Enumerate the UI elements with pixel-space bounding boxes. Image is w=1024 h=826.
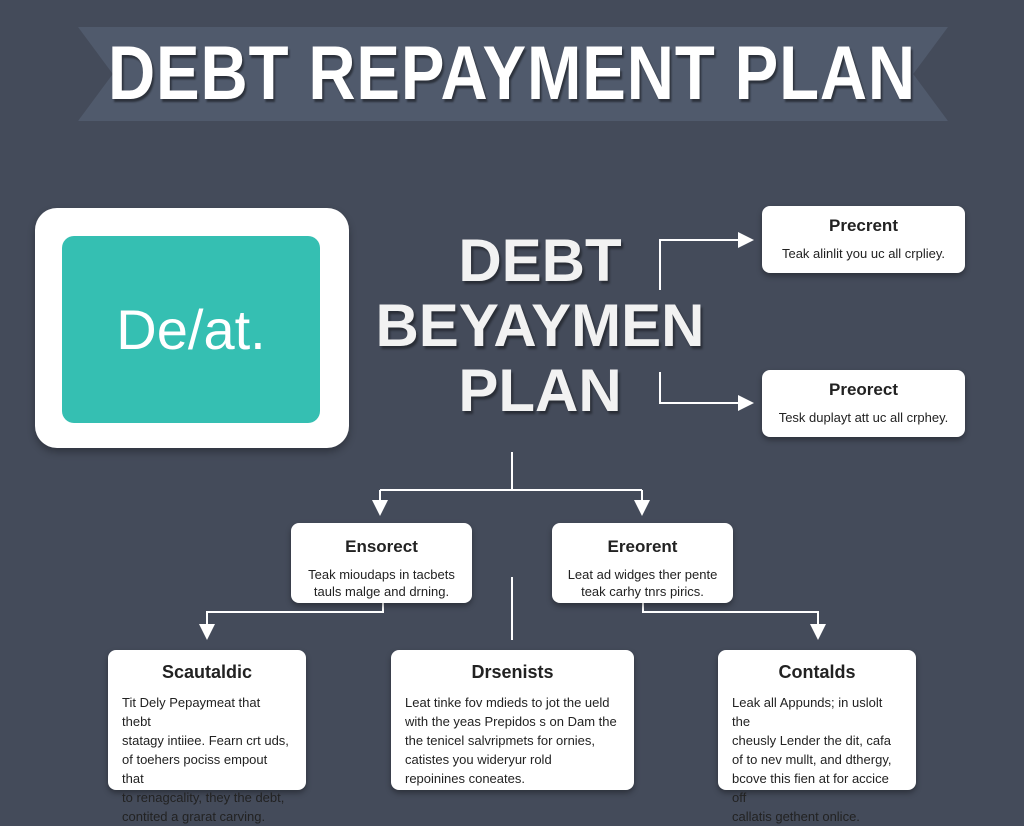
card-title: Preorect [829, 380, 898, 399]
card-text-line: cheusly Lender the dit, cafa [732, 733, 891, 748]
card-text-line: statagy intiiee. Fearn crt uds, [122, 733, 289, 748]
card-text-line: callatis gethent onlice. [732, 809, 860, 824]
center-title-line: PLAN [458, 357, 622, 424]
connector-split [380, 452, 642, 491]
card-title: Drsenists [471, 662, 554, 682]
card-text-line: Leat tinke fov mdieds to jot the ueld [405, 695, 610, 710]
card-text-line: catistes you wideryur rold [405, 752, 552, 767]
card-title: Ereorent [607, 537, 678, 556]
page-title: DEBT REPAYMENT PLAN [107, 31, 916, 116]
card-title: Ensorect [345, 537, 418, 556]
card-text-line: Leat ad widges ther pente [567, 567, 718, 582]
card-drsenists: Drsenists Leat tinke fov mdieds to jot t… [391, 650, 634, 790]
card-text-line: the tenicel salvripmets for ornies, [405, 733, 596, 748]
card-text: Tesk duplayt att uc all crphey. [778, 410, 949, 425]
connector-bottom-right [659, 372, 754, 411]
center-title: DEBT BEYAYMEN PLAN [370, 228, 710, 423]
card-scautaldic: Scautaldic Tit Dely Pepaymeat that thebt… [108, 650, 306, 824]
card-text-line: of toehers pociss empout that [122, 752, 268, 786]
card-preorect: Preorect Tesk duplayt att uc all crphey. [762, 370, 965, 437]
connector-top-right [659, 232, 754, 290]
card-text-line: with the yeas Prepidos s on Dam the [405, 714, 617, 729]
card-text: Teak alinlit you uc all crpliey. [781, 246, 946, 261]
card-title: Contalds [778, 662, 856, 682]
center-title-line: DEBT [458, 227, 622, 294]
card-text-line: bcove this fien at for accice off [732, 771, 889, 805]
card-text-line: of to nev mullt, and dthergy, [732, 752, 892, 767]
feature-box: De/at. [35, 208, 349, 448]
card-ensorect: Ensorect Teak mioudaps in tacbets tauls … [291, 523, 472, 603]
card-precrent: Precrent Teak alinlit you uc all crpliey… [762, 206, 965, 273]
center-title-line: BEYAYMEN [375, 292, 705, 359]
card-text-line: Leak all Appunds; in uslolt the [732, 695, 883, 729]
card-text-line: to renagcality, they the debt, [122, 790, 285, 805]
title-banner [78, 27, 948, 121]
card-text-line: teak carhy tnrs pirics. [581, 584, 704, 599]
connector-to-contalds [642, 603, 826, 640]
card-text-line: repoinines coneates. [405, 771, 525, 786]
connectors [199, 232, 826, 640]
card-text-line: tauls malge and drning. [313, 584, 450, 599]
card-text-line: contited a grarat carving. [122, 809, 266, 824]
card-contalds: Contalds Leak all Appunds; in uslolt the… [718, 650, 916, 824]
card-ereorent: Ereorent Leat ad widges ther pente teak … [552, 523, 733, 603]
card-title: Precrent [829, 216, 898, 235]
card-title: Scautaldic [161, 662, 253, 682]
connector-to-scautaldic [199, 603, 384, 640]
card-text-line: Teak mioudaps in tacbets [308, 567, 455, 582]
card-text-line: Tit Dely Pepaymeat that thebt [122, 695, 261, 729]
feature-box-label: De/at. [62, 236, 320, 423]
